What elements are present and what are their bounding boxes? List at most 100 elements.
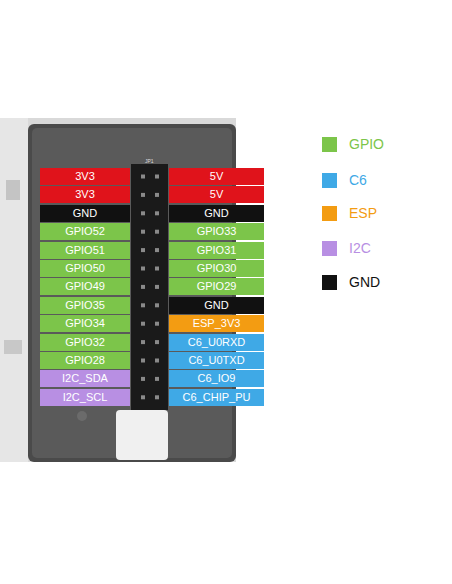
pin (155, 285, 159, 289)
pin-name: 3V3 (75, 171, 95, 182)
pin (155, 377, 159, 381)
pin-name: I2C_SDA (62, 373, 108, 384)
legend-swatch (322, 173, 337, 188)
legend-text: C6 (349, 172, 367, 188)
pin-label: GPIO31 (169, 242, 264, 259)
pin-name: GPIO51 (65, 245, 105, 256)
pin-label: GPIO28 (40, 352, 130, 369)
pin (155, 211, 159, 215)
pin (141, 395, 145, 399)
pin-label: C6_IO9 (169, 370, 264, 387)
pin-name: 5V (210, 171, 223, 182)
pin-label: C6_CHIP_PU (169, 389, 264, 406)
pin (155, 340, 159, 344)
pin-label: C6_U0RXD (169, 334, 264, 351)
pin (155, 322, 159, 326)
pin-label: 5V (169, 168, 264, 185)
pin-label: GPIO49 (40, 278, 130, 295)
component (6, 180, 20, 200)
pin-name: GPIO50 (65, 263, 105, 274)
legend-swatch (322, 275, 337, 290)
legend-swatch (322, 137, 337, 152)
pin (155, 395, 159, 399)
legend-swatch (322, 241, 337, 256)
legend-swatch (322, 206, 337, 221)
pin-label: GPIO35 (40, 297, 130, 314)
pin-label: GND (169, 205, 264, 222)
pin-name: I2C_SCL (63, 392, 108, 403)
pin-label: GPIO51 (40, 242, 130, 259)
pin (141, 340, 145, 344)
pin-label: GPIO52 (40, 223, 130, 240)
pin (141, 267, 145, 271)
component (77, 411, 87, 421)
legend-text: ESP (349, 205, 377, 221)
pin-name: C6_U0RXD (188, 337, 245, 348)
pin (141, 248, 145, 252)
pin-label: I2C_SCL (40, 389, 130, 406)
pin-name: GPIO29 (197, 281, 237, 292)
legend-text: I2C (349, 240, 371, 256)
header-pins (141, 175, 159, 400)
legend-row: GND (322, 274, 380, 290)
pin-name: GPIO33 (197, 226, 237, 237)
board-edge (0, 118, 28, 462)
pin (141, 377, 145, 381)
pin (155, 193, 159, 197)
pin-name: C6_CHIP_PU (183, 392, 251, 403)
legend-text: GND (349, 274, 380, 290)
pin-label: C6_U0TXD (169, 352, 264, 369)
pin-name: 5V (210, 189, 223, 200)
legend-row: C6 (322, 172, 367, 188)
pin (141, 322, 145, 326)
pin-label: I2C_SDA (40, 370, 130, 387)
pin-name: GPIO52 (65, 226, 105, 237)
pin-name: ESP_3V3 (193, 318, 241, 329)
pin-header (131, 164, 168, 410)
pin-name: C6_U0TXD (188, 355, 244, 366)
pin-label: GPIO50 (40, 260, 130, 277)
pin-name: GPIO31 (197, 245, 237, 256)
pin (155, 267, 159, 271)
legend-row: I2C (322, 240, 371, 256)
pin-name: GPIO49 (65, 281, 105, 292)
pin-label: 5V (169, 186, 264, 203)
pin-name: GPIO35 (65, 300, 105, 311)
component (4, 340, 22, 354)
pin-name: GPIO32 (65, 337, 105, 348)
pin-label: GPIO30 (169, 260, 264, 277)
pin-name: 3V3 (75, 189, 95, 200)
pin (141, 211, 145, 215)
pin (155, 359, 159, 363)
pin-name: C6_IO9 (198, 373, 236, 384)
pin-label: GPIO29 (169, 278, 264, 295)
pin-name: GPIO28 (65, 355, 105, 366)
pin-label: GND (40, 205, 130, 222)
pin-label: 3V3 (40, 186, 130, 203)
legend-row: ESP (322, 205, 377, 221)
pin-label: GND (169, 297, 264, 314)
pin (141, 175, 145, 179)
pin-name: GND (204, 208, 228, 219)
pin-name: GND (73, 208, 97, 219)
pin (141, 230, 145, 234)
pin (141, 193, 145, 197)
pin-label: 3V3 (40, 168, 130, 185)
pin (155, 230, 159, 234)
pin-label: GPIO32 (40, 334, 130, 351)
pin (155, 248, 159, 252)
pin (155, 175, 159, 179)
pin-name: GPIO30 (197, 263, 237, 274)
legend-row: GPIO (322, 136, 384, 152)
pin (141, 359, 145, 363)
pin-name: GND (204, 300, 228, 311)
board-marking: JP1 (145, 158, 154, 164)
pin (141, 303, 145, 307)
pin-label: GPIO33 (169, 223, 264, 240)
pin-label: ESP_3V3 (169, 315, 264, 332)
white-connector (116, 410, 168, 460)
pin (155, 303, 159, 307)
legend-text: GPIO (349, 136, 384, 152)
pin-name: GPIO34 (65, 318, 105, 329)
pin (141, 285, 145, 289)
